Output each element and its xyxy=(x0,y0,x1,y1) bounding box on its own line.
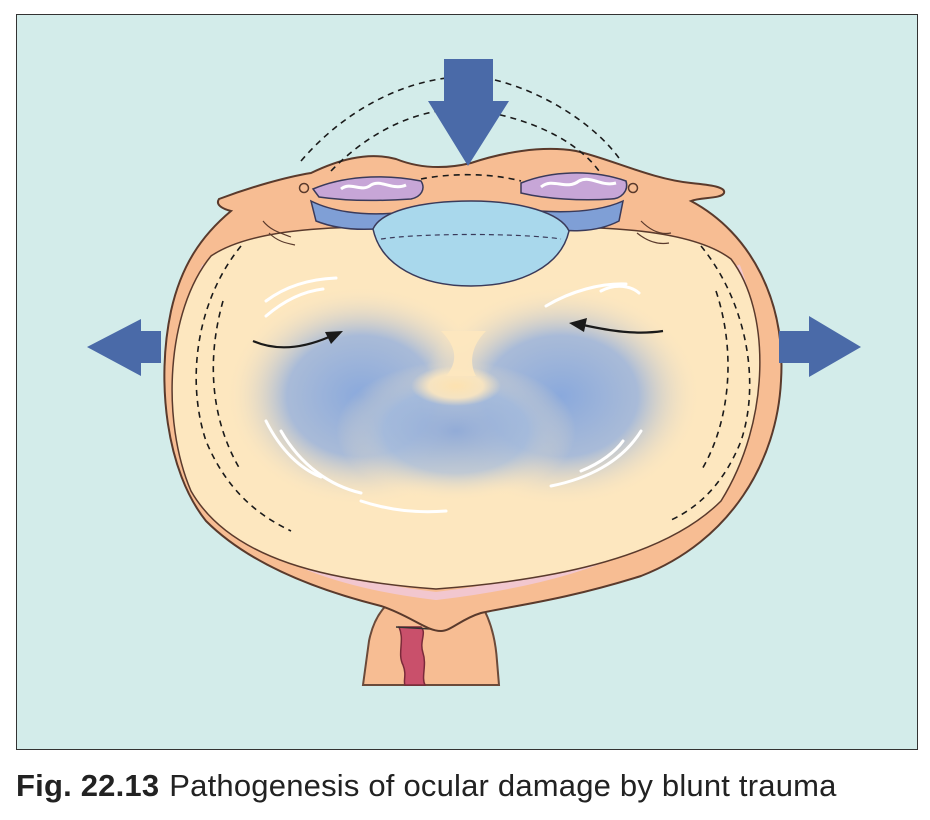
flow-arrowhead-left xyxy=(325,331,343,344)
flow-arrow-left xyxy=(252,335,330,349)
figure-caption: Fig. 22.13 Pathogenesis of ocular damage … xyxy=(16,768,916,804)
central-retinal-vessel xyxy=(397,626,427,686)
vitreous-highlights xyxy=(264,276,643,514)
expansion-arrow-left xyxy=(87,319,161,376)
ciliary-left xyxy=(311,176,424,202)
flow-arrowhead-right xyxy=(569,318,587,332)
flow-arrow-right xyxy=(582,323,664,334)
impact-arrow xyxy=(428,59,509,166)
figure-number: Fig. 22.13 xyxy=(16,768,160,803)
pressure-wave xyxy=(226,286,701,506)
figure-caption-text: Pathogenesis of ocular damage by blunt t… xyxy=(169,768,837,803)
flow-arrows xyxy=(252,318,664,349)
eye-trauma-diagram xyxy=(87,59,861,686)
figure-frame xyxy=(16,14,918,750)
canal-left xyxy=(298,182,310,194)
ciliary-right xyxy=(520,172,628,201)
canal-right xyxy=(627,182,639,194)
lens xyxy=(372,200,570,287)
expansion-arrow-right xyxy=(779,316,861,377)
